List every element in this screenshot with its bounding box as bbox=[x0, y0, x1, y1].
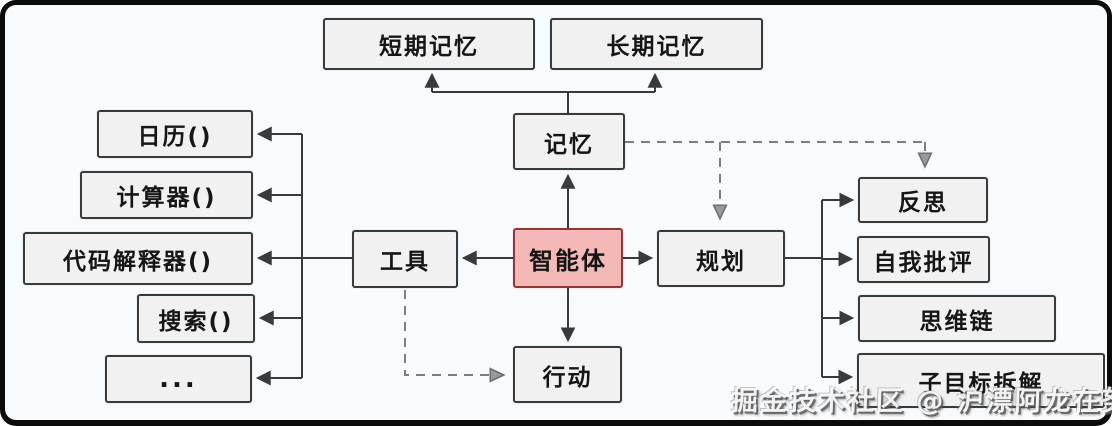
node-short-term-memory-label: 短期记忆 bbox=[379, 34, 479, 60]
node-calendar: 日历() bbox=[97, 110, 253, 158]
node-long-term-memory-label: 长期记忆 bbox=[606, 34, 707, 60]
node-calculator: 计算器() bbox=[80, 171, 253, 219]
node-self-critique-label: 自我批评 bbox=[873, 249, 974, 276]
node-more-tools: ... bbox=[105, 355, 252, 403]
node-tools: 工具 bbox=[352, 230, 458, 288]
node-memory: 记忆 bbox=[513, 113, 625, 170]
node-short-term-memory: 短期记忆 bbox=[323, 18, 535, 70]
node-code-interpreter: 代码解释器() bbox=[23, 232, 253, 285]
node-agent-label: 智能体 bbox=[529, 246, 607, 275]
node-more-tools-label: ... bbox=[159, 364, 198, 394]
node-memory-label: 记忆 bbox=[544, 131, 594, 158]
node-planning: 规划 bbox=[657, 230, 785, 287]
node-agent: 智能体 bbox=[513, 228, 623, 288]
node-search: 搜索() bbox=[137, 294, 255, 343]
node-chain-of-thought-label: 思维链 bbox=[919, 308, 995, 335]
node-subgoal-decomposition-label: 子目标拆解 bbox=[918, 370, 1044, 397]
node-self-critique: 自我批评 bbox=[857, 236, 990, 283]
node-search-label: 搜索() bbox=[158, 308, 234, 335]
node-planning-label: 规划 bbox=[696, 248, 746, 275]
node-long-term-memory: 长期记忆 bbox=[550, 18, 763, 70]
node-chain-of-thought: 思维链 bbox=[858, 295, 1056, 342]
node-subgoal-decomposition: 子目标拆解 bbox=[857, 353, 1105, 408]
node-calendar-label: 日历() bbox=[137, 124, 213, 150]
node-reflection-label: 反思 bbox=[898, 190, 948, 216]
node-code-interpreter-label: 代码解释器() bbox=[62, 248, 214, 275]
node-action: 行动 bbox=[513, 346, 622, 403]
node-reflection: 反思 bbox=[858, 177, 988, 223]
node-action-label: 行动 bbox=[542, 364, 593, 391]
node-calculator-label: 计算器() bbox=[116, 185, 217, 211]
watermark-text: 掘金技术社区 @ 沪漂阿龙在努力 bbox=[730, 386, 1112, 417]
node-tools-label: 工具 bbox=[380, 249, 430, 275]
